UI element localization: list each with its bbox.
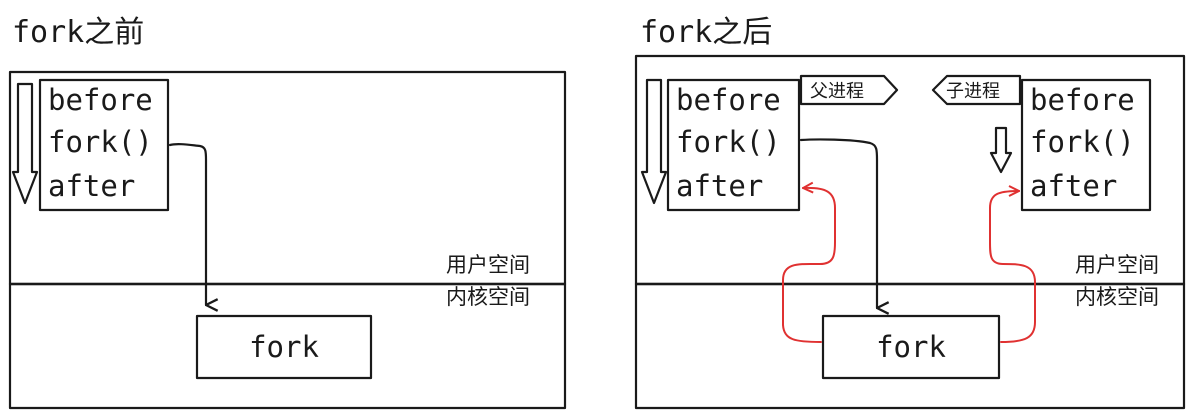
parent-execution-arrow-icon [640, 78, 668, 205]
left-kernel-space-label: 内核空间 [446, 285, 530, 309]
left-code-line-fork: fork() [48, 125, 153, 159]
child-return-arrow [989, 191, 1036, 343]
right-kernel-space-label: 内核空间 [1075, 285, 1159, 309]
child-execution-arrow-icon [989, 126, 1013, 174]
left-fork-syscall-label: fork [249, 330, 319, 364]
parent-code-block [666, 78, 801, 212]
parent-return-arrow [782, 188, 836, 343]
left-code-line-before: before [48, 83, 153, 117]
right-fork-syscall-label: fork [876, 330, 946, 364]
right-user-space-label: 用户空间 [1075, 253, 1159, 277]
child-code-line-fork: fork() [1030, 125, 1135, 159]
left-code-line-after: after [48, 169, 135, 203]
child-tag-label: 子进程 [946, 81, 1000, 102]
left-fork-syscall-box [195, 314, 373, 380]
parent-code-line-after: after [676, 169, 763, 203]
child-code-block [1020, 78, 1152, 212]
child-code-line-before: before [1030, 83, 1135, 117]
left-syscall-arrow [168, 143, 206, 305]
child-code-line-after: after [1030, 169, 1117, 203]
right-title: fork之后 [640, 15, 772, 50]
parent-code-line-before: before [676, 83, 781, 117]
left-panel: fork之前 用户空间 内核空间 before fork() after for… [8, 15, 567, 410]
left-user-space-label: 用户空间 [446, 253, 530, 277]
right-panel: fork之后 用户空间 内核空间 before fork() after 父进程… [634, 15, 1186, 410]
child-tag-shape [931, 74, 1022, 106]
left-execution-arrow-icon [11, 82, 39, 205]
right-fork-syscall-box [821, 314, 1001, 380]
left-code-block [38, 78, 170, 212]
left-title: fork之前 [12, 15, 144, 50]
parent-tag-label: 父进程 [810, 81, 864, 102]
parent-tag-shape [799, 74, 899, 106]
parent-code-line-fork: fork() [676, 125, 781, 159]
parent-syscall-arrow [799, 138, 877, 308]
